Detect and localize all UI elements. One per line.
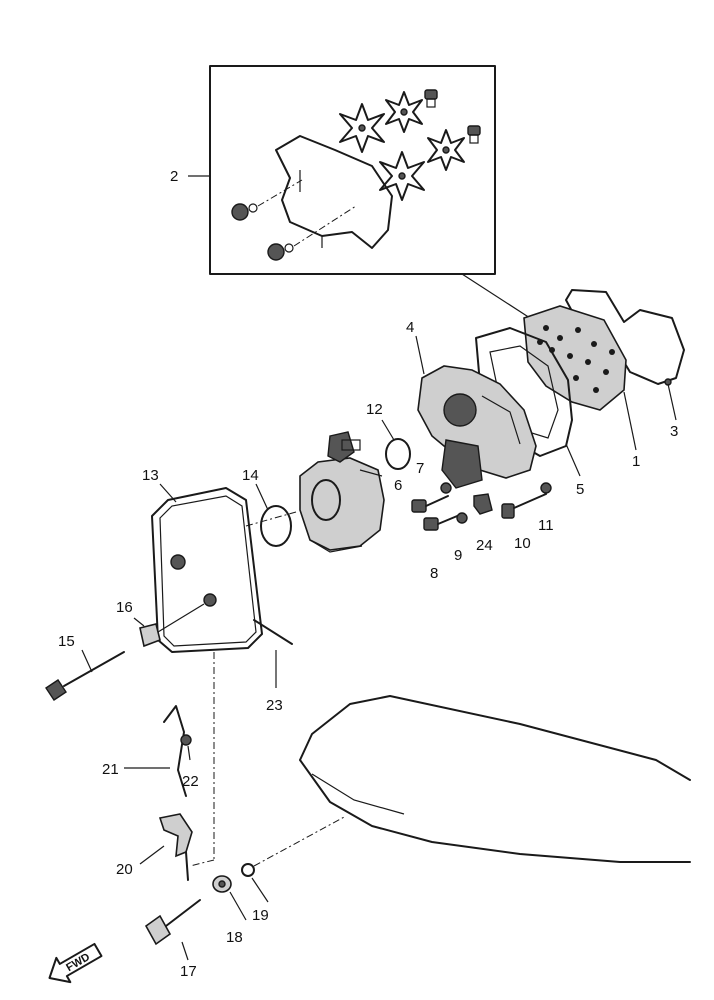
label-1: 1 [632,453,640,470]
bracket-21 [163,705,187,797]
washer-11 [540,482,552,494]
reed-petal-3 [379,151,425,201]
gasket-14 [260,505,292,547]
label-13: 13 [142,467,159,484]
reed-plate [275,135,393,249]
label-7: 7 [416,460,424,477]
label-10: 10 [514,535,531,552]
cowling-section [299,695,691,863]
reed-valve-inset [209,65,496,275]
label-2: 2 [170,168,178,185]
screw-17 [144,899,201,946]
label-22: 22 [182,773,199,790]
label-9: 9 [454,547,462,564]
label-15: 15 [58,633,75,650]
intake-housing-4 [417,365,537,479]
washer-7 [440,482,452,494]
reed-nut-2 [267,243,294,261]
silencer-cover-13 [151,487,263,653]
label-20: 20 [116,861,133,878]
washer-18 [212,875,232,893]
o-ring-12 [385,438,411,470]
bolt-6 [411,495,449,513]
reed-screw-2 [467,125,481,144]
part-24 [473,493,493,515]
reed-nut-1 [231,203,258,221]
bolt-15 [45,651,125,701]
fwd-arrow: FWD [48,942,103,984]
label-3: 3 [670,423,678,440]
reed-petal-1 [339,103,385,153]
housing-port [443,393,477,427]
label-16: 16 [116,599,133,616]
reed-petal-4 [427,129,465,171]
carburetor [299,431,385,553]
reed-petal-2 [385,91,423,133]
label-14: 14 [242,467,259,484]
label-21: 21 [102,761,119,778]
washer-9 [456,512,468,524]
label-4: 4 [406,319,414,336]
collar-16 [139,623,161,648]
label-18: 18 [226,929,243,946]
washer-19 [241,863,255,877]
label-24: 24 [476,537,493,554]
bolt-10 [501,493,547,519]
label-8: 8 [430,565,438,582]
bracket-20 [158,813,193,858]
label-11: 11 [538,517,554,534]
label-17: 17 [180,963,197,980]
bolt-8 [423,513,463,531]
part-23 [253,619,293,645]
screw-22 [180,734,192,746]
label-5: 5 [576,481,584,498]
label-19: 19 [252,907,269,924]
reed-screw-1 [424,89,438,108]
label-12: 12 [366,401,383,418]
label-23: 23 [266,697,283,714]
inset-frame [209,65,496,275]
reed-plate-1 [523,305,627,411]
label-6: 6 [394,477,402,494]
housing-block [441,439,483,489]
